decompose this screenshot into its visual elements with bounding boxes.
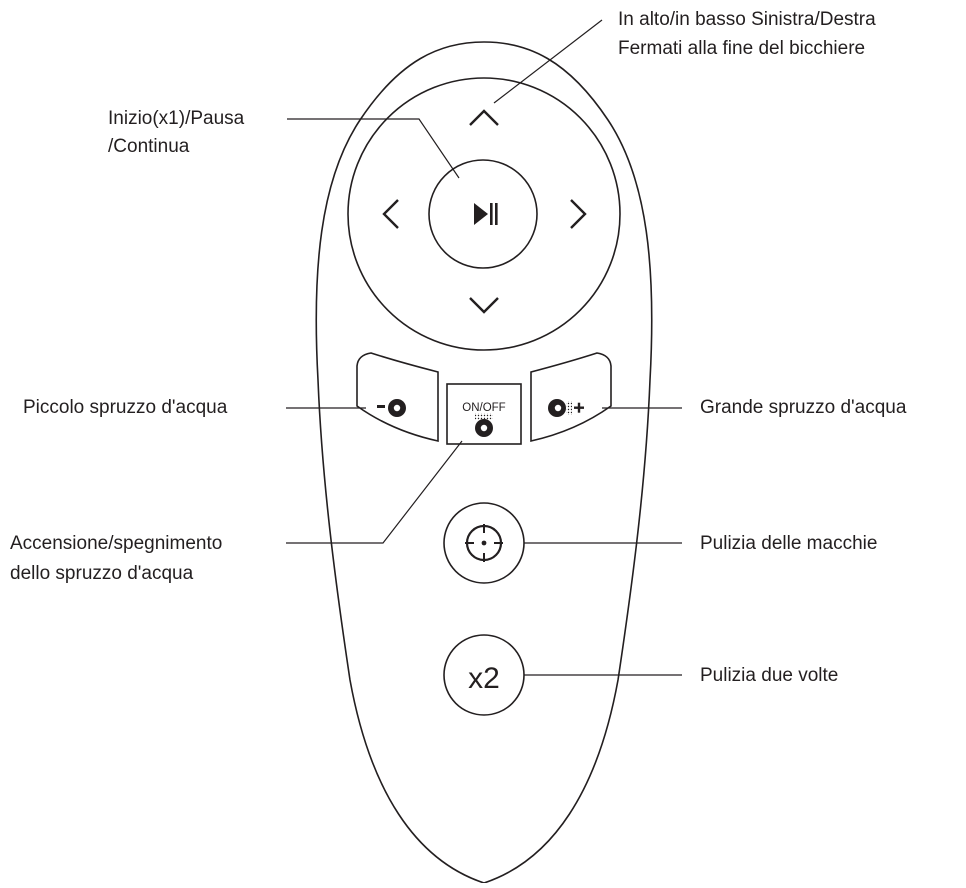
down-arrow-icon[interactable] [469, 297, 499, 314]
label-direction-line1: In alto/in basso Sinistra/Destra [618, 9, 876, 30]
big-spray-icon [548, 399, 584, 417]
small-spray-button[interactable] [356, 352, 439, 442]
onoff-button-text: ON/OFF [462, 402, 505, 414]
up-arrow-icon[interactable] [469, 109, 499, 126]
big-spray-button[interactable] [530, 352, 612, 442]
direction-pad [347, 77, 621, 351]
label-direction-line2: Fermati alla fine del bicchiere [618, 38, 866, 59]
label-play-line2: /Continua [108, 136, 190, 157]
label-double-clean: Pulizia due volte [700, 665, 839, 686]
leader-direction [493, 19, 603, 104]
play-pause-icon [474, 203, 498, 225]
x2-button-text: x2 [468, 662, 500, 695]
leader-spray-toggle [286, 440, 463, 544]
label-big-spray: Grande spruzzo d'acqua [700, 397, 907, 418]
label-spray-toggle-line2: dello spruzzo d'acqua [10, 563, 194, 584]
label-play-line1: Inizio(x1)/Pausa [108, 108, 245, 129]
remote-body [315, 41, 653, 884]
leader-play [287, 118, 460, 179]
play-pause-button[interactable] [428, 159, 538, 269]
small-spray-icon [377, 399, 406, 417]
left-arrow-icon[interactable] [382, 199, 399, 229]
right-arrow-icon[interactable] [570, 199, 587, 229]
label-spot-clean: Pulizia delle macchie [700, 533, 878, 554]
label-small-spray: Piccolo spruzzo d'acqua [23, 397, 228, 418]
label-spray-toggle-line1: Accensione/spegnimento [10, 533, 223, 554]
target-icon [465, 524, 503, 562]
spray-onoff-button[interactable] [446, 383, 522, 445]
spray-toggle-icon [475, 413, 493, 437]
